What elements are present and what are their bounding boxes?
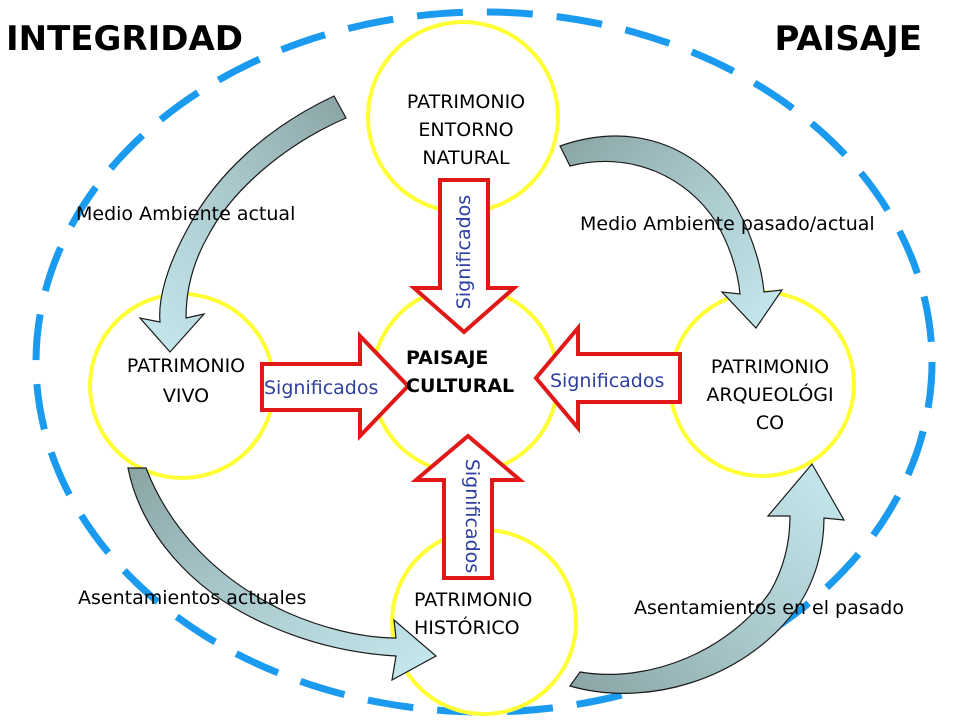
relation-bottom-right: Asentamientos en el pasado [634, 597, 904, 619]
node-left-line2: VIVO [163, 385, 209, 407]
outer-dashed-ellipse [32, 8, 936, 716]
block-arrow-from-bottom [410, 433, 526, 580]
node-bottom-line1: PATRIMONIO [414, 589, 532, 611]
relation-top-left: Medio Ambiente actual [76, 203, 295, 225]
title-integridad: INTEGRIDAD [6, 19, 243, 59]
significados-label-bottom: Significados [461, 459, 483, 573]
node-top-line1: PATRIMONIO [407, 91, 525, 113]
significados-label-right: Significados [550, 370, 664, 392]
node-center-line2: CULTURAL [406, 375, 514, 397]
curved-arrow-bottom-left [127, 467, 438, 682]
relation-bottom-left: Asentamientos actuales [78, 587, 306, 609]
node-right-line2: ARQUEOLÓGI [706, 382, 833, 406]
block-arrow-from-top [408, 178, 520, 335]
node-top-line2: ENTORNO [418, 119, 513, 141]
curved-arrow-bottom-right [569, 462, 846, 694]
curved-arrow-top-right [559, 135, 784, 329]
node-center-line1: PAISAJE [406, 347, 488, 369]
relation-top-right: Medio Ambiente pasado/actual [580, 213, 875, 235]
block-arrow-from-right [533, 322, 682, 434]
curved-arrow-top-left [138, 95, 347, 353]
node-right-line3: CO [756, 412, 784, 434]
node-top-line3: NATURAL [422, 147, 510, 169]
node-bottom-line2: HISTÓRICO [414, 615, 520, 639]
node-right-line1: PATRIMONIO [711, 356, 829, 378]
title-paisaje: PAISAJE [775, 19, 922, 59]
significados-label-top: Significados [453, 195, 475, 309]
significados-label-left: Significados [264, 377, 378, 399]
block-arrow-from-left [260, 331, 411, 441]
node-left-line1: PATRIMONIO [127, 355, 245, 377]
